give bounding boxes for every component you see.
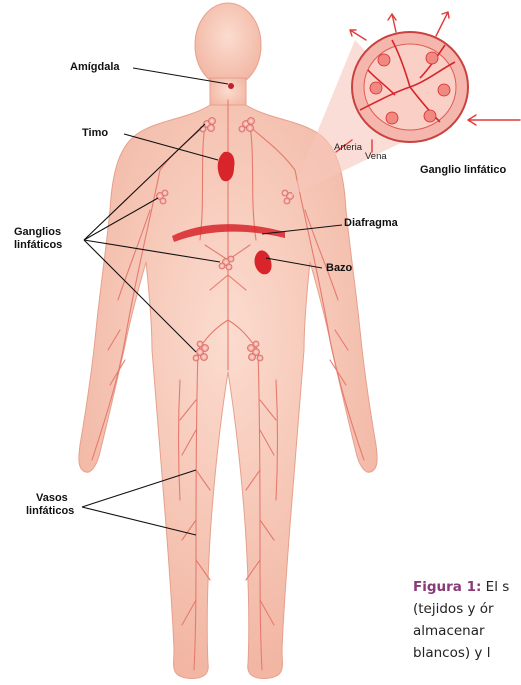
label-bazo: Bazo bbox=[326, 262, 352, 275]
label-vasos-line1: Vasos bbox=[36, 492, 68, 505]
label-vasos-line2: linfáticos bbox=[26, 505, 74, 518]
caption-line-1: Figura 1: El s bbox=[413, 576, 521, 598]
label-ganglios-line1: Ganglios bbox=[14, 226, 61, 239]
figure-caption: Figura 1: El s (tejidos y ór almacenar b… bbox=[413, 576, 521, 664]
label-timo: Timo bbox=[82, 127, 108, 140]
label-diafragma: Diafragma bbox=[344, 217, 398, 230]
tonsil-dot bbox=[228, 83, 234, 89]
label-ganglios-line2: linfáticos bbox=[14, 239, 62, 252]
label-ganglio-linfatico: Ganglio linfático bbox=[420, 164, 506, 177]
label-arteria: Arteria bbox=[334, 141, 362, 154]
caption-line1-text: El s bbox=[481, 579, 509, 595]
label-amigdala: Amígdala bbox=[70, 61, 120, 74]
caption-figure-label: Figura 1: bbox=[413, 579, 481, 595]
caption-line-3: almacenar bbox=[413, 620, 521, 642]
caption-line-4: blancos) y l bbox=[413, 642, 521, 664]
caption-line-2: (tejidos y ór bbox=[413, 598, 521, 620]
label-vena: Vena bbox=[365, 150, 387, 163]
